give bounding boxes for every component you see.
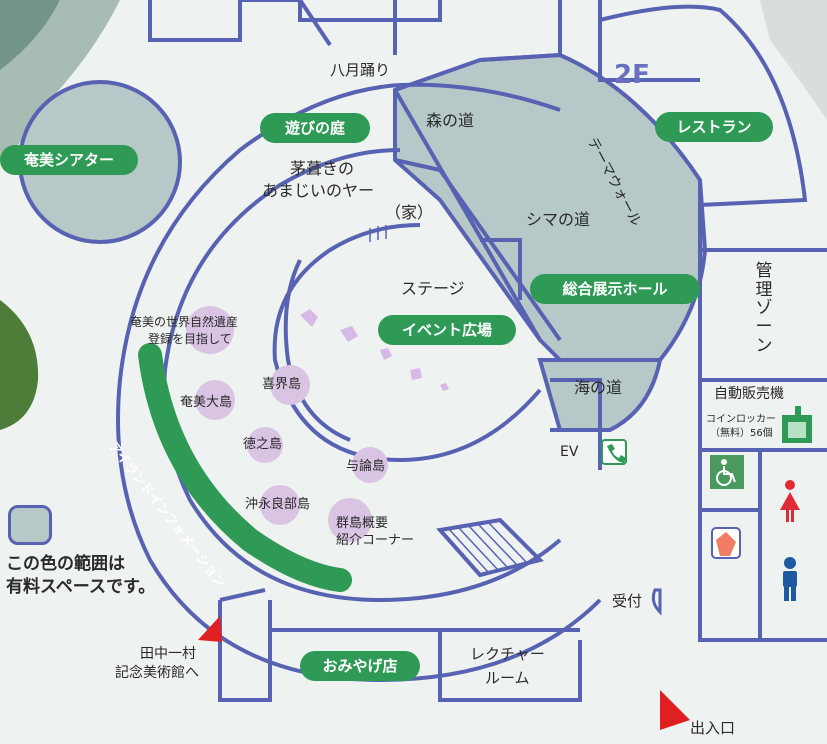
women-restroom-icon (780, 480, 800, 522)
arrows (198, 616, 690, 730)
stage-label: ステージ (401, 279, 465, 298)
kayabuki-label-1: 茅葺きの (290, 159, 355, 178)
reception-icon (651, 588, 662, 616)
hachigatsu-odori-label: 八月踊り (330, 61, 391, 79)
heritage-label-2: 登録を目指して (148, 332, 232, 346)
uketsuke-label: 受付 (612, 592, 643, 610)
island-shapes (300, 309, 449, 391)
nursing-room-icon (711, 527, 741, 559)
kayabuki-label-3: （家） (385, 203, 434, 222)
shima-no-michi-label: シマの道 (526, 210, 591, 229)
gaiyo-label-2: 紹介コーナー (336, 533, 415, 548)
locker-icon (782, 406, 812, 443)
legend-line-1: この色の範囲は (6, 554, 125, 574)
phone-icon (601, 439, 627, 465)
omiyage-label: おみやげ店 (300, 651, 420, 681)
amami-theater-label: 奄美シアター (0, 145, 138, 175)
stairs (369, 225, 529, 573)
kikaijima-label: 喜界島 (262, 377, 302, 392)
okinoerabu-label: 沖永良部島 (245, 497, 311, 512)
tokunoshima-label: 徳之島 (243, 437, 283, 452)
kanri-zone-label: 管理ゾーン (755, 261, 773, 356)
gaiyo-label-1: 群島概要 (336, 516, 389, 531)
floor-tag: 2F (614, 60, 650, 90)
ev-label: EV (560, 444, 579, 460)
coin-locker-label-1: コインロッカー (706, 414, 776, 425)
asobi-no-niwa-label: 遊びの庭 (260, 113, 370, 143)
amami-oshima-label: 奄美大島 (180, 395, 233, 410)
paid-area-legend-swatch (8, 505, 52, 545)
island-information-band (138, 343, 352, 592)
island-circles (186, 306, 388, 542)
sogo-tenji-hall-label: 総合展示ホール (530, 274, 700, 304)
wheelchair-icon (710, 455, 744, 489)
coin-locker-label-2: （無料）56個 (710, 428, 773, 439)
walls (116, 0, 827, 702)
entrance-arrow-icon (660, 690, 690, 730)
tanaka-arrow-icon (198, 616, 222, 642)
lecture-room-label-2: ルーム (485, 669, 530, 687)
legend-line-2: 有料スペースです。 (6, 577, 156, 597)
men-restroom-icon (783, 557, 797, 601)
lecture-room-label-1: レクチャー (470, 645, 545, 663)
heritage-label-1: 奄美の世界自然遺産 (130, 315, 239, 329)
jihanki-label: 自動販売機 (714, 386, 784, 402)
tanaka-label-1: 田中一村 (140, 646, 196, 662)
yoronjima-label: 与論島 (346, 459, 386, 474)
entrance-label: 出入口 (690, 719, 736, 737)
kayabuki-label-2: あまじいのヤー (262, 181, 375, 200)
tanaka-label-2: 記念美術館へ (115, 665, 199, 681)
event-hiroba-label: イベント広場 (378, 315, 516, 345)
restaurant-label: レストラン (655, 112, 773, 142)
umi-no-michi-label: 海の道 (574, 378, 623, 397)
mori-no-michi-label: 森の道 (426, 111, 475, 130)
decorative-leaf (0, 300, 39, 430)
